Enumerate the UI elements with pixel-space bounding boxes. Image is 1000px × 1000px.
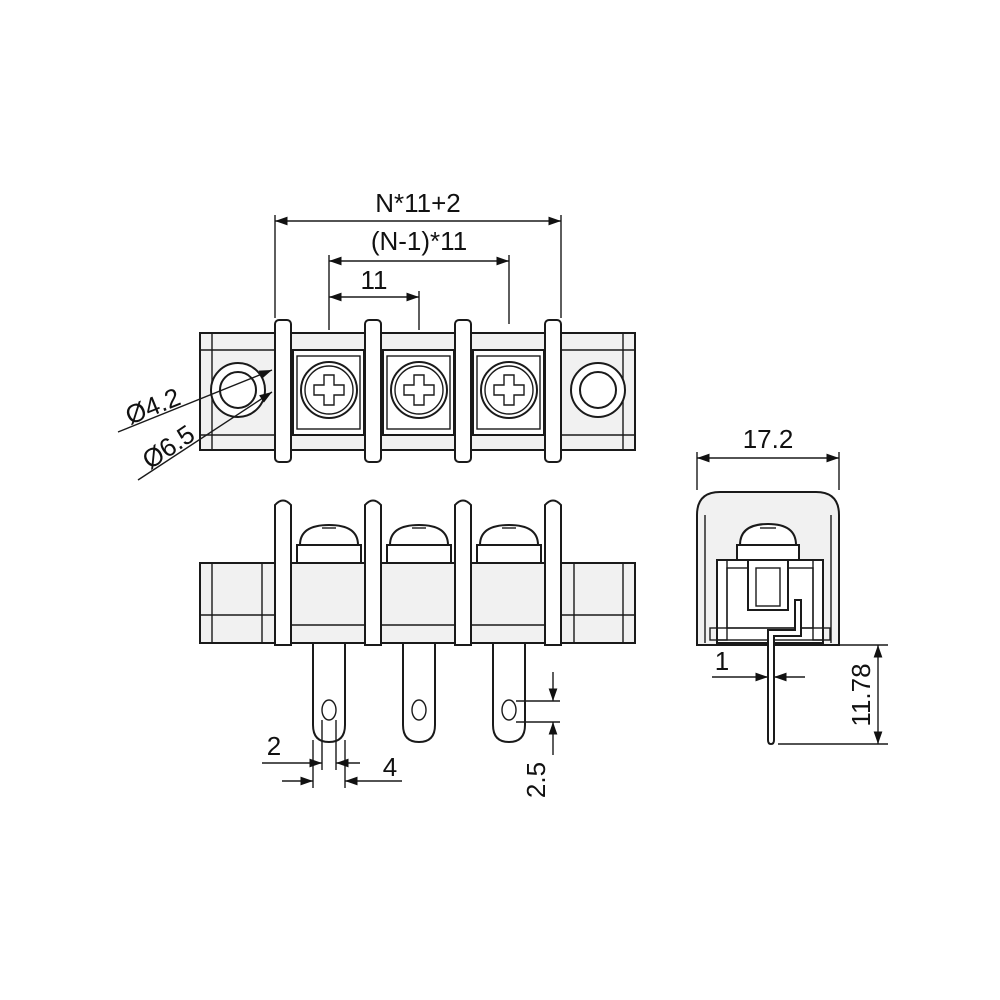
top-view: N*11+2 (N-1)*11 11 Ø4.2 Ø6.5 (117, 188, 636, 481)
screw-terminal-1 (292, 349, 365, 436)
dim-side-width: 17.2 (743, 424, 794, 454)
front-screw-3 (476, 523, 542, 564)
front-screw-2 (386, 523, 452, 564)
phillips-screw-icon (313, 374, 345, 406)
front-body (199, 562, 636, 644)
dim-pin-width: 2 (267, 731, 281, 761)
front-screw-1 (296, 523, 362, 564)
dim-pitch: 11 (361, 265, 388, 295)
barrier-3 (454, 319, 472, 463)
phillips-screw-icon (493, 374, 525, 406)
screw-terminal-3 (472, 349, 545, 436)
dim-inner-span: (N-1)*11 (371, 226, 467, 256)
barrier-4 (544, 319, 562, 463)
front-barrier-1 (274, 499, 292, 646)
dim-pin-hole-spacing: 2.5 (521, 762, 551, 798)
screw-terminal-2 (382, 349, 455, 436)
dim-pin-thickness: 1 (715, 646, 729, 676)
side-pin (767, 599, 802, 746)
mounting-hole-left (210, 362, 266, 418)
side-view: 17.2 1 11.78 (696, 424, 888, 746)
front-barrier-4 (544, 499, 562, 646)
pin-2 (402, 642, 436, 744)
dim-pin-outer-width: 4 (383, 752, 397, 782)
phillips-screw-icon (403, 374, 435, 406)
pin-1 (312, 642, 346, 744)
front-view: 2 4 2.5 (199, 499, 636, 798)
dim-total-length: N*11+2 (375, 188, 461, 218)
dim-pin-length: 11.78 (846, 663, 876, 726)
barrier-1 (274, 319, 292, 463)
dim-boss-diameter: Ø6.5 (137, 419, 201, 475)
pin-3 (492, 642, 526, 744)
front-barrier-2 (364, 499, 382, 646)
barrier-2 (364, 319, 382, 463)
mounting-hole-right (570, 362, 626, 418)
front-barrier-3 (454, 499, 472, 646)
